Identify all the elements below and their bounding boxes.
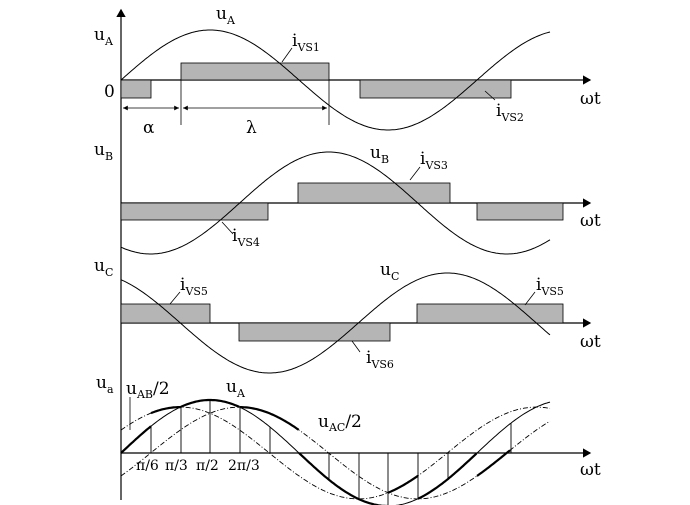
- leader-ivs5-a: [169, 291, 181, 305]
- label-ivs5-left: iVS5: [180, 275, 208, 298]
- label-ivs5-right: iVS5: [536, 275, 564, 298]
- axis-label-uA: uA: [94, 25, 114, 48]
- wave-uA: [120, 29, 551, 131]
- current-block-vs3: [297, 182, 451, 204]
- current-block-vs2-start: [120, 79, 152, 99]
- leader-ivs4: [221, 221, 234, 235]
- tick-2pi-3: 2π/3: [228, 458, 260, 474]
- wave-uab-half: [120, 406, 551, 500]
- wave-uC: [120, 272, 551, 374]
- alpha-label: α: [143, 118, 155, 138]
- time-label-B: ωt: [580, 211, 601, 231]
- leader-ivs1: [281, 47, 293, 63]
- output-step-lines: [150, 400, 512, 505]
- wave-uB: [120, 151, 551, 255]
- wave-label-uA: uA: [216, 4, 236, 27]
- current-block-vs4: [120, 202, 269, 221]
- tick-pi-6: π/6: [136, 458, 159, 474]
- label-uab-half: uAB/2: [126, 379, 170, 401]
- label-ivs2: iVS2: [496, 101, 524, 124]
- leader-ivs6: [351, 340, 361, 353]
- current-block-vs2: [359, 79, 512, 99]
- label-uac-half: uAC/2: [318, 412, 362, 434]
- wave-label-uB: uB: [370, 143, 389, 166]
- axis-label-uB: uB: [94, 140, 113, 163]
- time-label-A: ωt: [580, 89, 601, 109]
- leader-ivs5-b: [524, 291, 536, 306]
- zero-label: 0: [104, 82, 115, 102]
- time-label-a: ωt: [580, 460, 601, 480]
- leader-ivs2: [484, 90, 496, 101]
- label-ivs3: iVS3: [420, 149, 448, 172]
- leader-ivs3: [409, 166, 421, 181]
- axis-label-ua: ua: [96, 373, 114, 396]
- current-block-vs6: [238, 322, 391, 342]
- current-block-vs5-a: [120, 303, 211, 324]
- tick-pi-3: π/3: [165, 458, 188, 474]
- lambda-label: λ: [246, 118, 257, 138]
- current-block-vs5-b: [416, 303, 564, 324]
- label-ivs6: iVS6: [366, 348, 394, 371]
- current-block-vs4-b: [476, 202, 564, 221]
- time-label-C: ωt: [580, 332, 601, 352]
- axis-label-uC: uC: [94, 256, 113, 279]
- wave-label-uC: uC: [380, 260, 399, 283]
- label-ivs4: iVS4: [232, 226, 260, 249]
- label-ivs1: iVS1: [292, 31, 320, 54]
- wave-label-ua: uA: [226, 377, 246, 400]
- current-block-vs1: [180, 62, 330, 81]
- tick-pi-2: π/2: [196, 458, 219, 474]
